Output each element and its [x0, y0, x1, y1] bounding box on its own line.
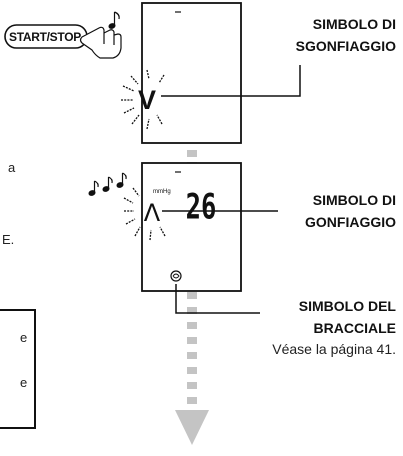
deflation-label-line-1: SIMBOLO DI: [312, 16, 396, 32]
deflation-label: SIMBOLO DI SGONFIAGGIO: [246, 13, 396, 57]
deflation-label-line-2: SGONFIAGGIO: [295, 38, 396, 54]
flashing-rays-deflation: [121, 69, 165, 130]
fragment-box-line-2: e: [20, 375, 28, 390]
fragment-a: a: [8, 160, 16, 175]
leader-line-cuff: [175, 284, 260, 314]
pressure-reading: 26: [186, 188, 217, 228]
display-deflation: [141, 2, 242, 144]
display-inflation: [141, 162, 242, 292]
music-notes-icon: [88, 172, 127, 196]
leader-line-deflation: [161, 65, 301, 97]
pointing-hand-icon: [79, 26, 122, 59]
deflation-symbol: V: [138, 85, 156, 115]
unit-label: mmHg: [153, 189, 171, 195]
start-stop-button[interactable]: START/STOP: [4, 24, 88, 49]
start-stop-label: START/STOP: [9, 30, 81, 44]
inflation-symbol: Λ: [144, 199, 161, 227]
cuff-label: SIMBOLO DEL BRACCIALE: [246, 295, 396, 339]
clipped-note-box: [0, 309, 36, 429]
inflation-label-line-2: GONFIAGGIO: [305, 214, 396, 230]
inflation-label-line-1: SIMBOLO DI: [312, 192, 396, 208]
fragment-e: E.: [2, 232, 15, 247]
inflation-label: SIMBOLO DI GONFIAGGIO: [246, 189, 396, 233]
cuff-icon: [170, 270, 182, 282]
cuff-label-line-1: SIMBOLO DEL: [298, 298, 396, 314]
flashing-rays-inflation: [123, 187, 166, 241]
fragment-box-line-1: e: [20, 330, 28, 345]
cuff-page-reference: Véase la página 41.: [272, 341, 396, 357]
cuff-label-line-2: BRACCIALE: [313, 320, 396, 336]
music-note-icon: [108, 11, 120, 29]
